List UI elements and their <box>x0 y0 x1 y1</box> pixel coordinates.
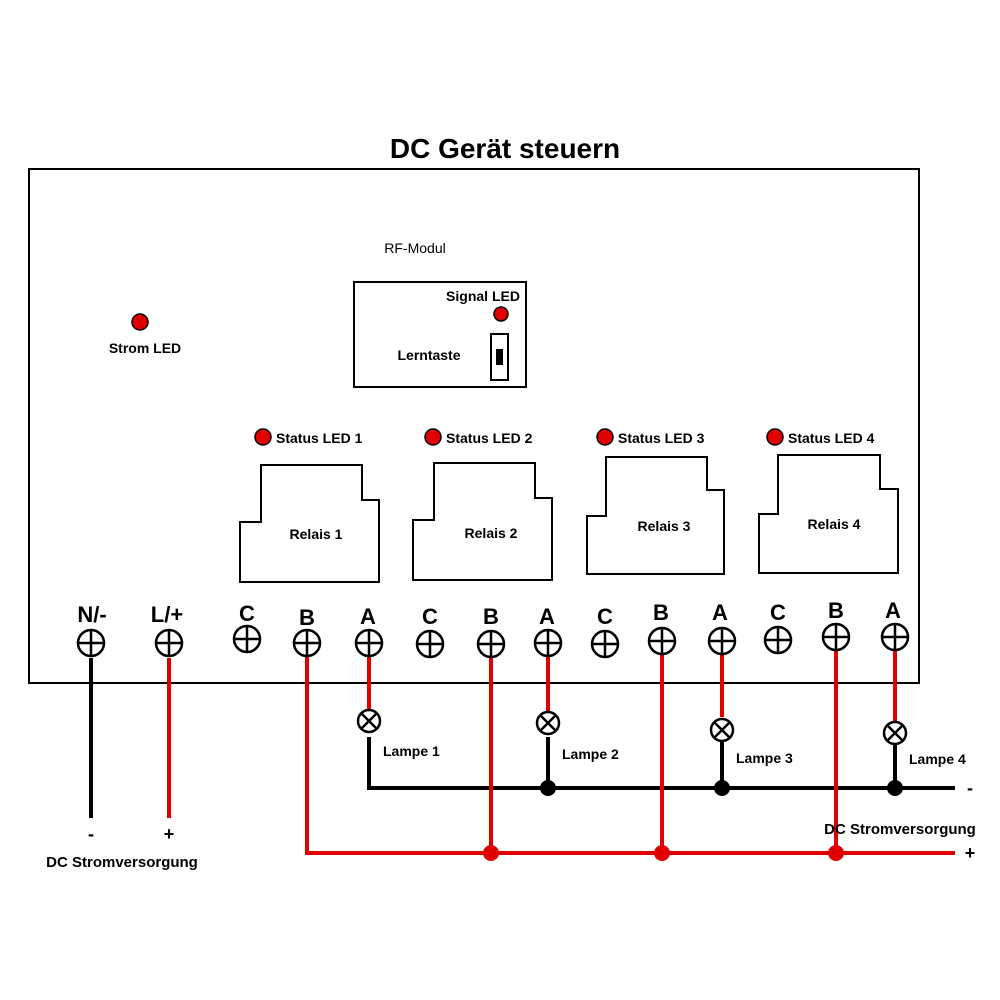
status-led-3: Status LED 3 <box>596 428 705 446</box>
rf-module-label: RF-Modul <box>384 240 445 256</box>
supply-left-minus: - <box>88 824 94 844</box>
supply-right-plus: + <box>965 843 976 863</box>
supply-right-minus: - <box>967 778 973 798</box>
junction-neg-4 <box>887 780 903 796</box>
relay-3-outline <box>586 456 725 575</box>
status-led-3-icon <box>596 428 614 446</box>
power-led-label: Strom LED <box>109 340 181 356</box>
status-led-1-icon <box>254 428 272 446</box>
terminal-b4-icon[interactable] <box>821 622 851 652</box>
lamp-2-icon <box>535 710 561 736</box>
relay-4: Relais 4 <box>758 454 899 574</box>
lamp-1-label: Lampe 1 <box>383 743 440 759</box>
relay-1-outline <box>239 464 380 583</box>
supply-left-label: DC Stromversorgung <box>46 854 198 871</box>
terminal-label-l: L/+ <box>151 602 183 627</box>
neg-bus-wire <box>367 737 955 790</box>
junction-neg-2 <box>540 780 556 796</box>
relay-3-label: Relais 3 <box>638 518 691 534</box>
relay-3: Relais 3 <box>586 456 725 575</box>
signal-led-icon <box>493 306 509 322</box>
terminal-c2-icon[interactable] <box>415 629 445 659</box>
junctions <box>483 780 903 861</box>
relay-1-label: Relais 1 <box>290 526 343 542</box>
status-led-1-label: Status LED 1 <box>276 430 363 446</box>
lamp-3-icon <box>709 717 735 743</box>
terminal-c1-icon[interactable] <box>232 624 262 654</box>
status-led-2: Status LED 2 <box>424 428 533 446</box>
supply-right-label: DC Stromversorgung <box>824 821 976 838</box>
lamp-3-label: Lampe 3 <box>736 750 793 766</box>
status-led-2-icon <box>424 428 442 446</box>
relay-4-label: Relais 4 <box>808 516 861 532</box>
terminal-a3-icon[interactable] <box>707 626 737 656</box>
terminals <box>76 622 910 659</box>
controller-board <box>28 168 920 684</box>
terminal-label-c2: C <box>422 604 438 629</box>
terminal-label-c1: C <box>239 601 255 626</box>
terminal-n-icon[interactable] <box>76 628 106 658</box>
lamp-4-label: Lampe 4 <box>909 751 966 767</box>
relay-1: Relais 1 <box>239 464 380 583</box>
terminal-label-c3: C <box>597 604 613 629</box>
pos-bus-wire <box>305 652 955 855</box>
positive-wires <box>167 650 955 855</box>
junction-neg-3 <box>714 780 730 796</box>
relay-4-outline <box>758 454 899 574</box>
relay-2-label: Relais 2 <box>465 525 518 541</box>
terminal-b1-icon[interactable] <box>292 628 322 658</box>
lamp-4-icon <box>882 720 908 746</box>
terminal-c3-icon[interactable] <box>590 629 620 659</box>
status-led-3-label: Status LED 3 <box>618 430 705 446</box>
terminal-label-a2: A <box>539 604 555 629</box>
diagram-title: DC Gerät steuern <box>390 133 620 164</box>
terminal-label-n: N/- <box>77 602 106 627</box>
rf-module <box>353 281 527 388</box>
terminal-label-b1: B <box>299 605 315 630</box>
terminal-b2-icon[interactable] <box>476 629 506 659</box>
terminal-a2-icon[interactable] <box>533 628 563 658</box>
signal-led-label: Signal LED <box>446 288 520 304</box>
status-led-2-label: Status LED 2 <box>446 430 533 446</box>
terminal-a1-icon[interactable] <box>354 628 384 658</box>
status-led-1: Status LED 1 <box>254 428 363 446</box>
relay-2: Relais 2 <box>412 462 553 581</box>
terminal-labels: N/- L/+ C B A C B A C B A C B A <box>77 598 901 630</box>
status-led-4: Status LED 4 <box>766 428 875 446</box>
junction-pos-2 <box>483 845 499 861</box>
terminal-c4-icon[interactable] <box>763 625 793 655</box>
terminal-label-a4: A <box>885 598 901 623</box>
terminal-a4-icon[interactable] <box>880 622 910 652</box>
lamp-2-label: Lampe 2 <box>562 746 619 762</box>
power-led-icon <box>131 313 149 331</box>
junction-pos-4 <box>828 845 844 861</box>
terminal-label-c4: C <box>770 600 786 625</box>
lamp-1-icon <box>356 708 382 734</box>
learn-button-label: Lerntaste <box>397 347 460 363</box>
terminal-l-icon[interactable] <box>154 628 184 658</box>
terminal-label-a1: A <box>360 604 376 629</box>
status-led-4-label: Status LED 4 <box>788 430 875 446</box>
relay-2-outline <box>412 462 553 581</box>
learn-button-knob <box>496 349 503 365</box>
terminal-b3-icon[interactable] <box>647 626 677 656</box>
status-led-4-icon <box>766 428 784 446</box>
lamps <box>356 708 908 746</box>
terminal-label-b3: B <box>653 600 669 625</box>
negative-wires <box>89 658 955 818</box>
terminal-label-a3: A <box>712 600 728 625</box>
supply-left-plus: + <box>164 824 175 844</box>
terminal-label-b2: B <box>483 604 499 629</box>
junction-pos-3 <box>654 845 670 861</box>
terminal-label-b4: B <box>828 598 844 623</box>
